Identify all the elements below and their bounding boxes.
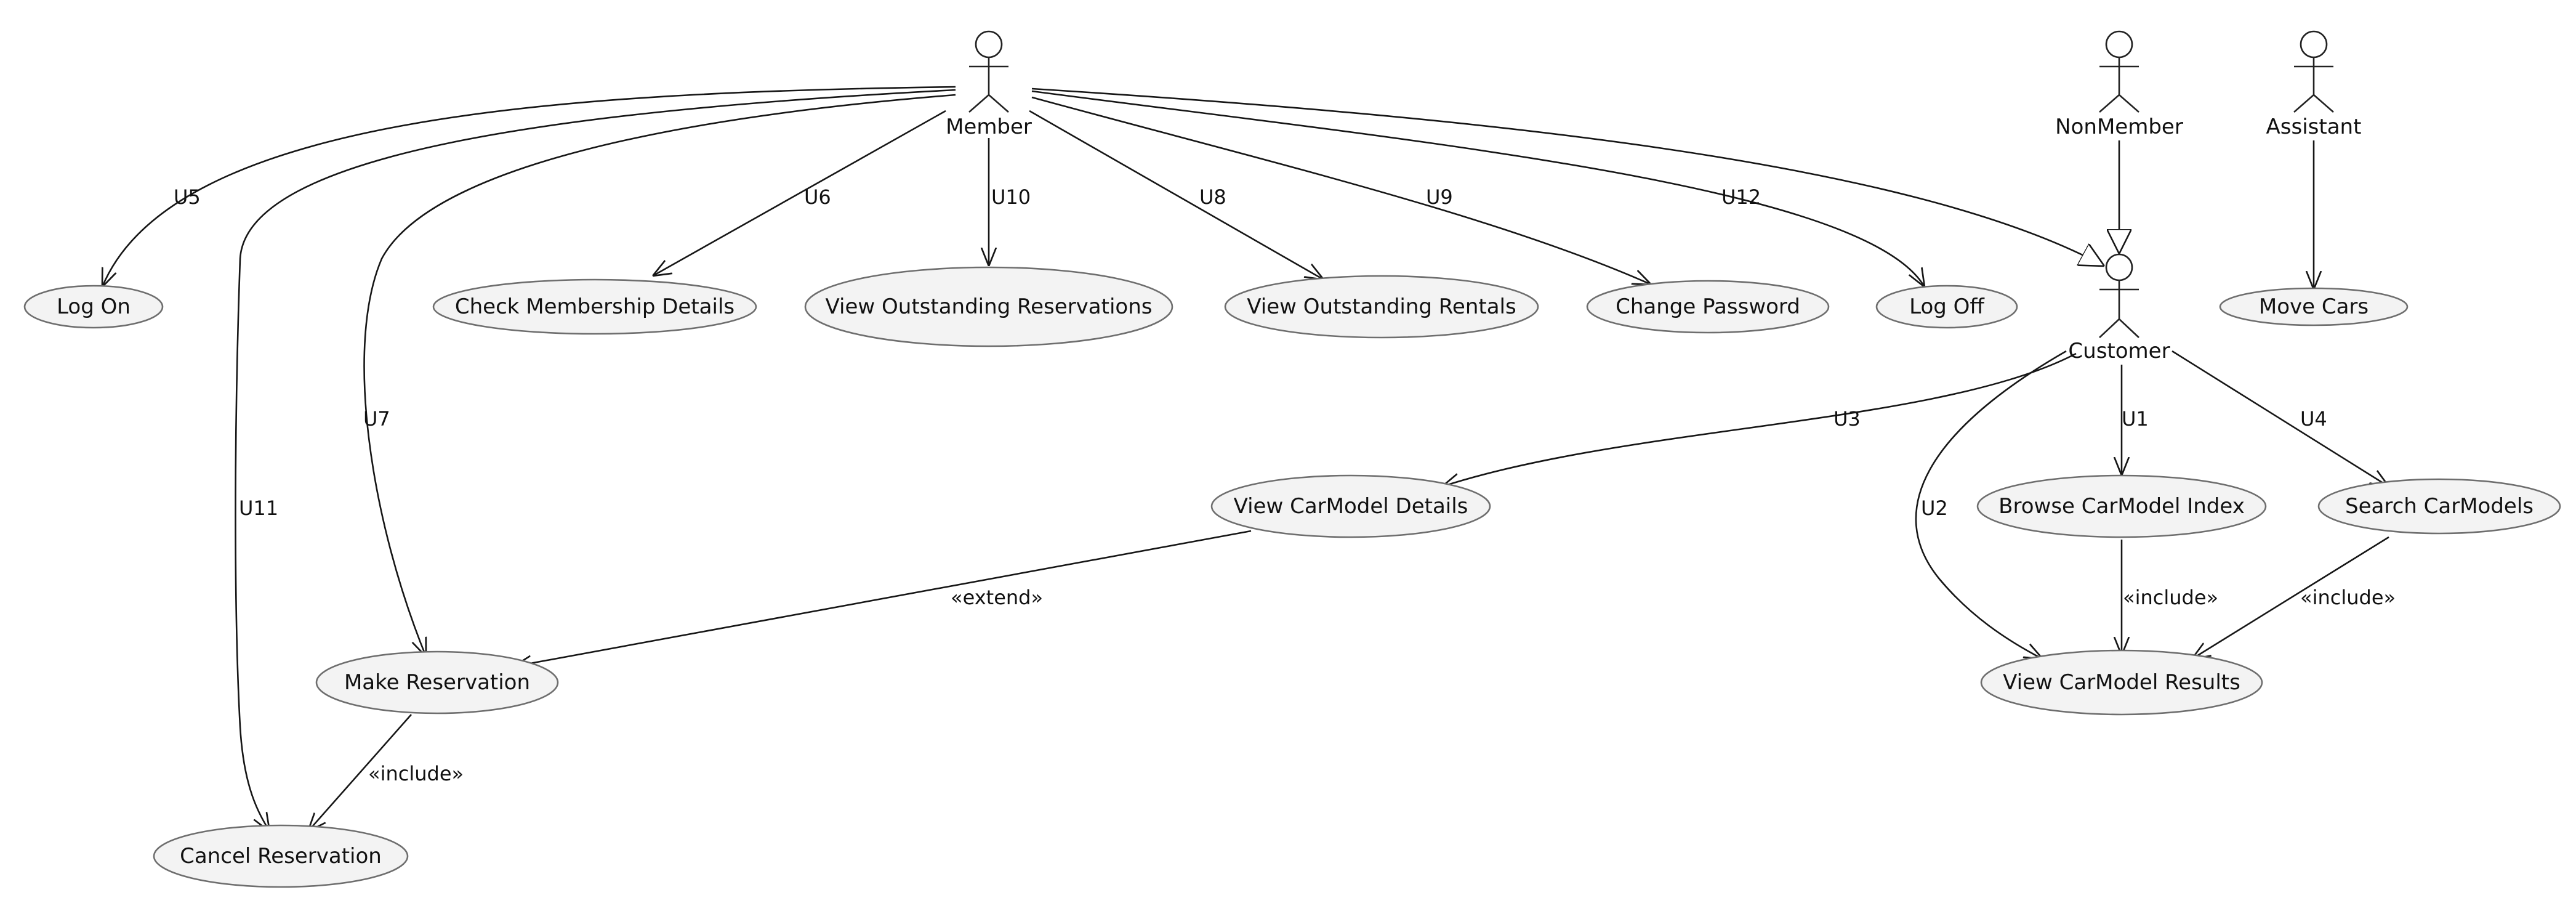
usecase-label: View Outstanding Rentals <box>1247 294 1516 319</box>
edge-u5 <box>102 86 956 287</box>
label-u10: U10 <box>991 185 1031 209</box>
usecase-label: Browse CarModel Index <box>1998 494 2245 519</box>
actor-label: Customer <box>2068 339 2170 363</box>
label-include-make: «include» <box>368 762 464 785</box>
edge-u7 <box>363 94 956 657</box>
usecase-move-cars[interactable]: Move Cars <box>2219 287 2409 326</box>
actor-customer[interactable]: Customer <box>2068 253 2170 363</box>
label-u3: U3 <box>1833 407 1861 431</box>
usecase-make-reservation[interactable]: Make Reservation <box>315 650 559 715</box>
actor-nonmember[interactable]: NonMember <box>2055 30 2183 139</box>
label-include-search: «include» <box>2300 586 2396 609</box>
label-extend: «extend» <box>951 586 1043 609</box>
edge-u4 <box>2171 350 2389 487</box>
edge-extend <box>513 530 1252 666</box>
label-u7: U7 <box>363 407 390 431</box>
edge-u9 <box>1031 96 1651 285</box>
usecase-check-membership-details[interactable]: Check Membership Details <box>432 278 757 335</box>
label-u2: U2 <box>1921 496 1948 520</box>
usecase-label: Search CarModels <box>2345 494 2534 519</box>
label-u8: U8 <box>1199 185 1226 209</box>
usecase-view-outstanding-rentals[interactable]: View Outstanding Rentals <box>1224 275 1539 339</box>
usecase-browse-carmodel-index[interactable]: Browse CarModel Index <box>1976 474 2267 538</box>
label-u6: U6 <box>804 185 831 209</box>
usecase-label: View CarModel Results <box>2003 670 2240 695</box>
usecase-view-carmodel-details[interactable]: View CarModel Details <box>1210 474 1491 538</box>
label-u1: U1 <box>2122 407 2149 431</box>
usecase-change-password[interactable]: Change Password <box>1586 280 1830 334</box>
actor-assistant[interactable]: Assistant <box>2266 30 2362 139</box>
usecase-label: Change Password <box>1616 294 1800 319</box>
stick-figure-icon <box>2293 30 2334 113</box>
usecase-label: Log On <box>57 294 131 319</box>
usecase-log-on[interactable]: Log On <box>23 285 164 329</box>
usecase-label: Make Reservation <box>344 670 530 695</box>
label-include-browse: «include» <box>2123 586 2218 609</box>
label-u4: U4 <box>2300 407 2327 431</box>
usecase-label: View Outstanding Reservations <box>826 294 1153 319</box>
actor-label: Member <box>946 115 1032 139</box>
edge-include-make <box>308 714 412 832</box>
usecase-view-outstanding-reservations[interactable]: View Outstanding Reservations <box>804 266 1173 347</box>
usecase-cancel-reservation[interactable]: Cancel Reservation <box>153 824 409 888</box>
usecase-label: View CarModel Details <box>1234 494 1468 519</box>
usecase-view-carmodel-results[interactable]: View CarModel Results <box>1980 649 2263 716</box>
edge-include-search <box>2192 536 2389 659</box>
usecase-label: Log Off <box>1909 294 1985 319</box>
stick-figure-icon <box>2099 30 2139 113</box>
usecase-log-off[interactable]: Log Off <box>1875 285 2018 329</box>
edge-u3 <box>1442 352 2077 487</box>
stick-figure-icon <box>968 30 1009 113</box>
edge-u2 <box>1915 350 2067 659</box>
stick-figure-icon <box>2099 253 2139 338</box>
label-u11: U11 <box>239 496 278 520</box>
generalization-member-customer <box>1031 87 2104 266</box>
label-u12: U12 <box>1721 185 1761 209</box>
actor-label: NonMember <box>2055 115 2183 139</box>
edge-u12 <box>1031 90 1925 287</box>
edge-labels: U5 U11 U7 U6 U10 U8 U9 U12 U3 U2 U1 U4 «… <box>174 185 2396 785</box>
edges <box>102 86 2389 832</box>
usecase-search-carmodels[interactable]: Search CarModels <box>2317 478 2561 535</box>
usecase-label: Move Cars <box>2259 294 2369 319</box>
edge-u11 <box>235 89 956 832</box>
actor-label: Assistant <box>2266 115 2362 139</box>
edge-u6 <box>653 110 946 276</box>
label-u9: U9 <box>1426 185 1453 209</box>
actor-member[interactable]: Member <box>946 30 1032 139</box>
usecase-label: Check Membership Details <box>455 294 735 319</box>
usecase-label: Cancel Reservation <box>180 844 382 868</box>
label-u5: U5 <box>174 185 201 209</box>
edge-u8 <box>1029 110 1324 280</box>
